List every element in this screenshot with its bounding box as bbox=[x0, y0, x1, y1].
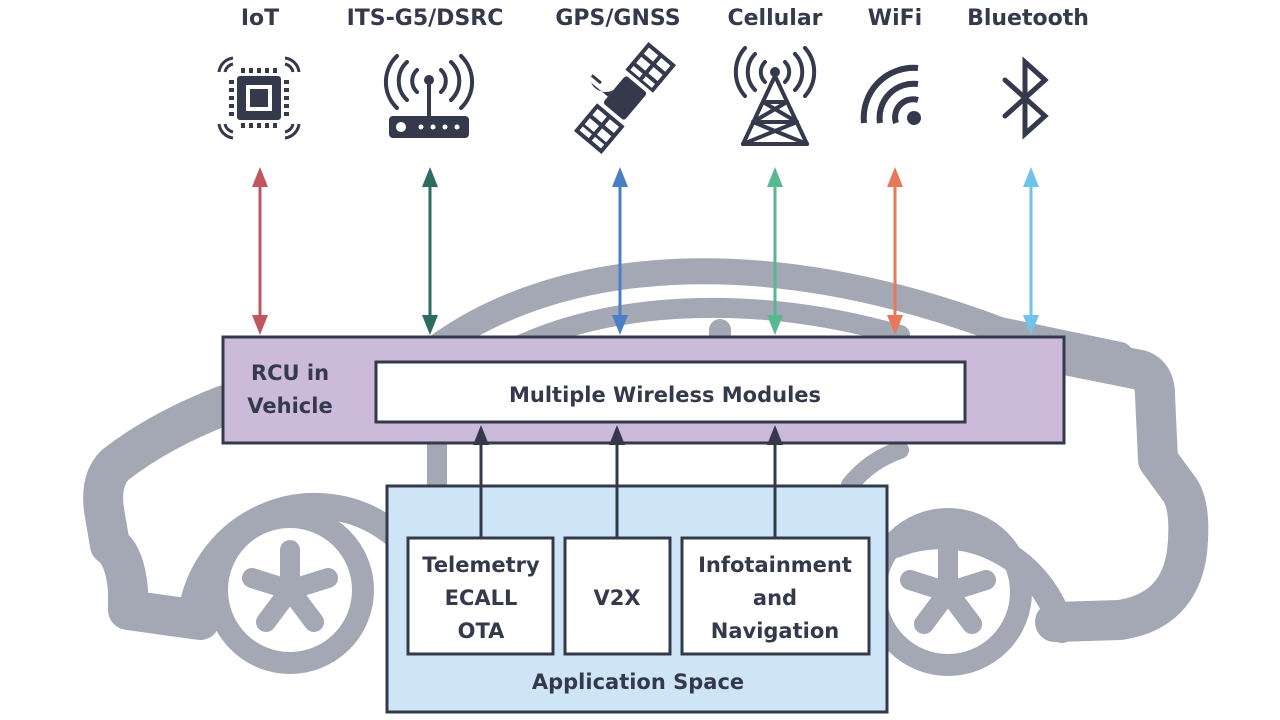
arrow-head-up bbox=[252, 167, 268, 187]
arrow-head-up bbox=[422, 167, 438, 187]
app-v2x-label: V2X bbox=[593, 586, 640, 610]
arrow-telemetry-to-modules bbox=[473, 425, 489, 538]
arrow-bluetooth bbox=[1023, 167, 1039, 335]
tech-label-its-g5-dsrc: ITS-G5/DSRC bbox=[347, 6, 504, 31]
rcu-label-line1: RCU in bbox=[251, 361, 329, 385]
car-rear-strut bbox=[841, 441, 909, 494]
arrow-cellular bbox=[767, 167, 783, 335]
satellite-icon bbox=[573, 41, 677, 155]
front-wheel bbox=[206, 506, 374, 674]
app-to-module-arrows bbox=[473, 425, 783, 538]
arrow-head-down bbox=[252, 315, 268, 335]
tech-label-gps-gnss: GPS/GNSS bbox=[555, 6, 680, 31]
wifi-icon bbox=[860, 64, 921, 125]
technology-arrows bbox=[252, 167, 1039, 335]
arrow-iot bbox=[252, 167, 268, 335]
car-rear-body bbox=[1035, 335, 1209, 642]
arrow-head-up bbox=[887, 167, 903, 187]
tech-label-wifi: WiFi bbox=[868, 6, 922, 31]
rear-wheel-hub-icon bbox=[900, 542, 996, 634]
cell-tower-icon bbox=[733, 46, 817, 146]
arrow-head-down bbox=[612, 315, 628, 335]
arrow-gps-gnss bbox=[612, 167, 628, 335]
arrow-head-down bbox=[767, 315, 783, 335]
bluetooth-icon bbox=[1002, 56, 1049, 140]
arrow-infotainment-to-modules bbox=[767, 425, 783, 538]
car-roof-inner bbox=[510, 297, 910, 355]
app-box-infotainment[interactable] bbox=[680, 536, 871, 656]
arrow-head-down bbox=[887, 315, 903, 335]
router-antenna-icon bbox=[383, 54, 475, 138]
app-infotainment-line1: Infotainment bbox=[698, 553, 852, 577]
app-telemetry-line2: ECALL bbox=[445, 586, 518, 610]
arrow-its-g5-dsrc bbox=[422, 167, 438, 335]
app-infotainment-line2: and bbox=[753, 586, 797, 610]
arrow-wifi bbox=[887, 167, 903, 335]
tech-label-bluetooth: Bluetooth bbox=[967, 6, 1089, 31]
app-infotainment-line3: Navigation bbox=[711, 619, 839, 643]
arrow-head-up bbox=[767, 167, 783, 187]
app-telemetry-line3: OTA bbox=[458, 619, 506, 643]
arrow-head-down bbox=[1023, 315, 1039, 335]
technology-labels: IoT ITS-G5/DSRC GPS/GNSS Cellular WiFi B… bbox=[241, 6, 1089, 31]
rcu-box: RCU in Vehicle Multiple Wireless Modules bbox=[221, 335, 1066, 445]
app-telemetry-line1: Telemetry bbox=[422, 553, 540, 577]
arrow-head-up bbox=[1023, 167, 1039, 187]
wireless-modules-box[interactable] bbox=[374, 360, 967, 424]
car-front-body bbox=[83, 385, 245, 640]
arrow-head-up bbox=[612, 167, 628, 187]
tech-label-iot: IoT bbox=[241, 6, 279, 31]
arrow-head-down bbox=[422, 315, 438, 335]
arrow-v2x-to-modules bbox=[609, 425, 625, 538]
iot-chip-icon bbox=[217, 56, 301, 140]
app-box-v2x[interactable] bbox=[563, 536, 672, 656]
application-space: Application Space Telemetry ECALL OTA V2… bbox=[385, 484, 889, 714]
car-roof-outer bbox=[427, 258, 1133, 368]
tech-label-cellular: Cellular bbox=[727, 6, 822, 31]
front-wheel-hub-icon bbox=[242, 540, 338, 632]
application-space-label: Application Space bbox=[532, 670, 744, 694]
wireless-modules-label: Multiple Wireless Modules bbox=[509, 383, 821, 407]
app-box-telemetry[interactable] bbox=[406, 536, 555, 656]
rcu-label-line2: Vehicle bbox=[247, 394, 332, 418]
